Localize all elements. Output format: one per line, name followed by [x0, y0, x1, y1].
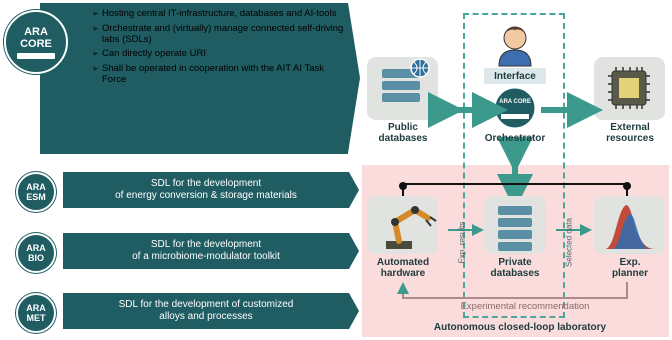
recommendation-label: Experimental recommendation [460, 301, 590, 312]
selected-data-label: Selected data [564, 218, 574, 267]
met-line2: MET [26, 313, 46, 323]
private-databases-line1: Private [498, 257, 532, 268]
public-databases-line2: databases [378, 133, 428, 144]
core-bullet-4: Shall be operated in cooperation with th… [92, 63, 344, 85]
exp-planner-line1: Exp. [619, 257, 641, 268]
met-banner-arrow [349, 293, 359, 329]
external-resources-line1: External [610, 122, 650, 133]
core-bullet-list: Hosting central IT-infrastructure, datab… [92, 8, 344, 88]
core-panel-arrow [348, 3, 360, 153]
met-line1: ARA [26, 303, 46, 313]
automated-hardware-line2: hardware [380, 268, 426, 279]
met-text-line1: SDL for the development of customized [118, 299, 294, 310]
interface-label-box [484, 68, 546, 84]
met-circle: ARA MET [16, 293, 56, 333]
database-icon [484, 196, 546, 254]
core-badge-bar [17, 52, 55, 59]
bio-circle: ARA BIO [16, 233, 56, 273]
esm-line2: ESM [26, 192, 46, 202]
core-bullet-3: Can directly operate URI [92, 48, 344, 59]
public-databases-label: Public databases [362, 122, 444, 144]
public-databases-icon [367, 57, 438, 120]
public-databases-line1: Public [387, 122, 418, 133]
esm-circle: ARA ESM [16, 172, 56, 212]
esm-line1: ARA [26, 182, 46, 192]
external-resources-line2: resources [606, 133, 654, 144]
orchestrator-dashed-frame [463, 13, 565, 318]
person-icon [498, 26, 532, 67]
private-databases-label: Private databases [474, 257, 556, 279]
chip-icon [594, 57, 665, 120]
exp-results-label: Exp. results [457, 221, 467, 264]
bio-sdl-banner: SDL for the development of a microbiome-… [63, 233, 349, 269]
exp-planner-label: Exp. planner [589, 257, 671, 279]
automated-hardware-line1: Automated [376, 257, 430, 268]
esm-text-line1: SDL for the development [150, 178, 262, 189]
met-text-line2: alloys and processes [159, 311, 253, 322]
interface-label: Interface [494, 71, 536, 82]
exp-planner-line2: planner [611, 268, 649, 279]
core-name-line2: CORE [20, 37, 52, 50]
core-bullet-1: Hosting central IT-infrastructure, datab… [92, 8, 344, 19]
esm-sdl-banner: SDL for the development of energy conver… [63, 172, 349, 208]
esm-text-line2: of energy conversion & storage materials [115, 190, 297, 201]
orchestrator-badge: ARA CORE [499, 99, 531, 105]
bio-line2: BIO [27, 253, 44, 263]
private-databases-line2: databases [490, 268, 540, 279]
bio-banner-arrow [349, 233, 359, 269]
orchestrator-icon [492, 85, 538, 131]
met-sdl-banner: SDL for the development of customized al… [63, 293, 349, 329]
bio-line1: ARA [26, 243, 46, 253]
core-bullet-2: Orchestrate and (virtually) manage conne… [92, 23, 344, 45]
bio-text-line1: SDL for the development [150, 239, 262, 250]
automated-hardware-label: Automated hardware [362, 257, 444, 279]
recommendation-loop [397, 282, 628, 299]
bio-text-line2: of a microbiome-modulator toolkit [132, 251, 280, 262]
lab-title: Autonomous closed-loop laboratory [433, 322, 607, 333]
core-circle: ARA CORE [4, 10, 68, 74]
robot-arm-icon [367, 196, 438, 254]
core-name-line1: ARA [24, 25, 48, 38]
orchestrator-label: Orchestrator [484, 133, 546, 144]
distribution-icon [594, 196, 665, 254]
esm-banner-arrow [349, 172, 359, 208]
external-resources-label: External resources [589, 122, 671, 144]
